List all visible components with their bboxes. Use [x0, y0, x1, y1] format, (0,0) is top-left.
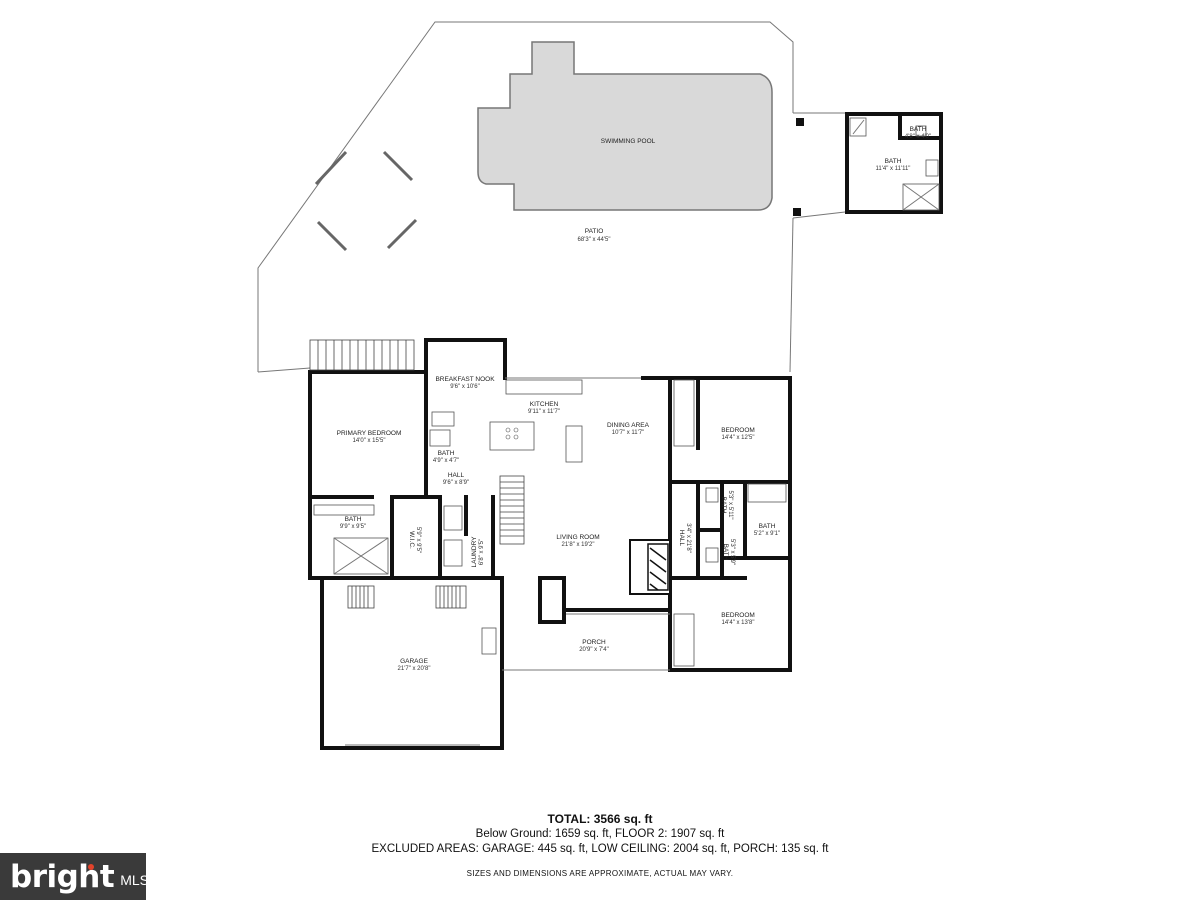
kitchen-label: KITCHEN [530, 401, 559, 408]
logo-brand: bright [10, 858, 115, 895]
breakfast-nook-label: BREAKFAST NOOK [435, 376, 495, 383]
post [796, 118, 804, 126]
living-label: LIVING ROOM [556, 534, 599, 541]
pool-house: BATH 4'8" x 4'0" BATH 11'4" x 11'11" [845, 112, 943, 214]
patio-outline [257, 21, 846, 373]
bath-right-low-label: BATH [722, 544, 729, 561]
bath-right-mid-label: BATH [759, 523, 776, 530]
poolhouse-small-bath-label: BATH [910, 126, 927, 133]
dining-dim: 10'7" x 11'7" [612, 430, 644, 436]
hall-right-label: HALL [678, 530, 685, 547]
dining-label: DINING AREA [607, 422, 650, 429]
logo-suffix: MLS [120, 871, 149, 888]
area-totals: TOTAL: 3566 sq. ft Below Ground: 1659 sq… [0, 812, 1200, 857]
stairs [309, 339, 525, 609]
hall-left-dim: 9'6" x 8'9" [443, 480, 469, 486]
poolhouse-bath-dim: 11'4" x 11'11" [876, 166, 911, 172]
garage-label: GARAGE [400, 658, 428, 665]
bright-mls-logo: bright MLS [0, 853, 149, 900]
patio-label: PATIO [585, 228, 604, 235]
bedroom-lower-label: BEDROOM [721, 612, 755, 619]
poolhouse-small-bath-dim: 4'8" x 4'0" [905, 134, 931, 140]
poolhouse-bath-label: BATH [885, 158, 902, 165]
main-house-walls [308, 338, 792, 750]
wic-label: W.I.C. [408, 531, 415, 549]
laundry-label: LAUNDRY [471, 536, 478, 568]
bath-right-top-dim: 5'3" x 5'11" [727, 490, 733, 519]
porch-dim: 20'9" x 7'4" [579, 647, 609, 653]
kitchen-dim: 9'11" x 11'7" [528, 409, 560, 415]
fixtures [313, 379, 787, 667]
bedroom-upper-dim: 14'4" x 12'5" [722, 435, 755, 441]
disclaimer: SIZES AND DIMENSIONS ARE APPROXIMATE, AC… [466, 869, 734, 878]
bedroom-lower-dim: 14'4" x 13'8" [722, 620, 755, 626]
patio-dim: 68'3" x 44'5" [578, 237, 611, 243]
porch-label: PORCH [582, 639, 606, 646]
bedroom-upper-label: BEDROOM [721, 427, 755, 434]
bath-right-mid-dim: 5'2" x 9'1" [754, 531, 780, 537]
excluded-areas: EXCLUDED AREAS: GARAGE: 445 sq. ft, LOW … [371, 843, 829, 855]
lounge-chairs [314, 150, 418, 252]
hall-right-dim: 3'4" x 21'8" [685, 523, 691, 553]
bath-right-top-label: BATH [720, 497, 727, 514]
bath-primary-label: BATH [345, 516, 362, 523]
bath-small-label: BATH [438, 450, 455, 457]
room-labels: BREAKFAST NOOK 9'6" x 10'6" KITCHEN 9'11… [337, 376, 781, 672]
logo-accent-icon [88, 864, 94, 870]
total-area: TOTAL: 3566 sq. ft [547, 812, 653, 826]
swimming-pool [477, 41, 773, 211]
post [793, 208, 801, 216]
primary-bedroom-label: PRIMARY BEDROOM [337, 430, 402, 437]
living-dim: 21'8" x 19'2" [562, 542, 595, 548]
bath-primary-dim: 9'9" x 9'5" [340, 524, 366, 530]
bath-right-low-dim: 5'3" x 5'9" [729, 539, 735, 565]
pool-label: SWIMMING POOL [601, 138, 656, 145]
primary-bedroom-dim: 14'0" x 15'5" [353, 438, 386, 444]
bath-small-dim: 4'9" x 4'7" [433, 458, 459, 464]
wic-dim: 5'9" x 9'5" [415, 527, 421, 553]
area-breakdown: Below Ground: 1659 sq. ft, FLOOR 2: 1907… [475, 828, 725, 840]
laundry-dim: 6'8" x 9'5" [479, 539, 485, 565]
breakfast-nook-dim: 9'6" x 10'6" [450, 384, 480, 390]
hall-left-label: HALL [448, 472, 465, 479]
garage-dim: 21'7" x 20'8" [398, 666, 431, 672]
